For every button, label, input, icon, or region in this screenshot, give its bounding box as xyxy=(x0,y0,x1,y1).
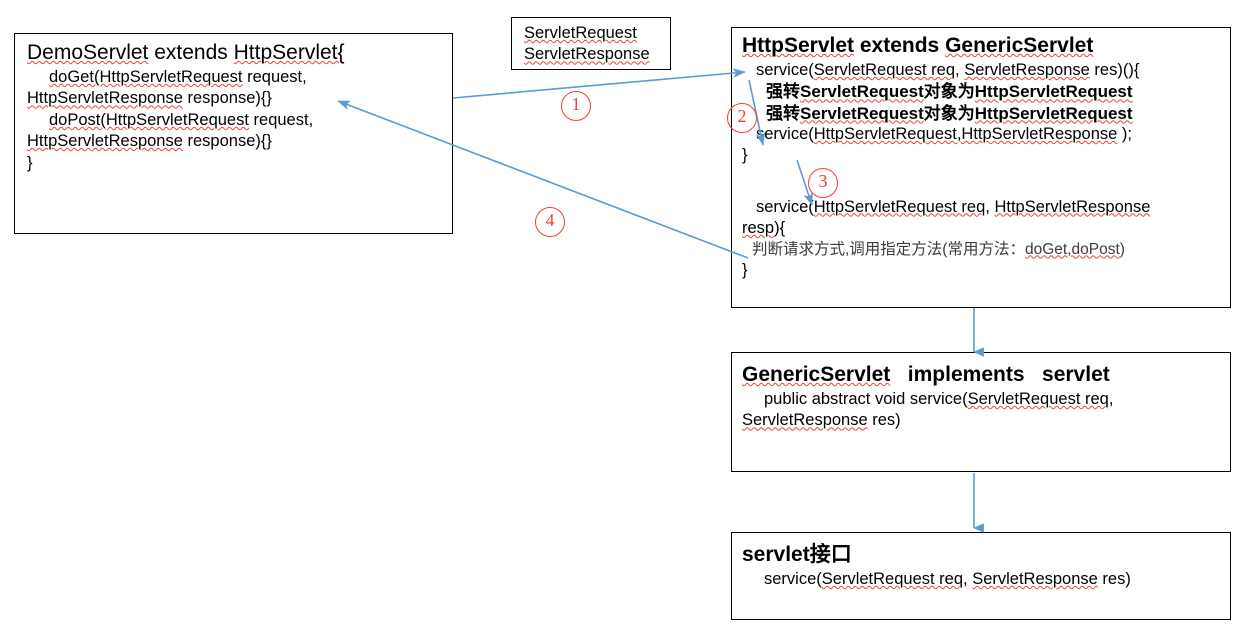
dispatch-text: 判断请求方式,调用指定方法(常用方法： xyxy=(752,240,1025,258)
demo-servlet-doget-line1: doGet(HttpServletRequest request, xyxy=(27,67,442,88)
http-servlet-title: HttpServlet extends GenericServlet xyxy=(742,33,1222,60)
http-servlet-cast-line-1: 强转ServletRequest对象为HttpServletRequest xyxy=(742,81,1222,102)
overload-open: service( xyxy=(756,197,814,216)
http-servlet-brace-2: } xyxy=(742,260,748,279)
service-param-req: ServletRequest req xyxy=(813,60,956,79)
generic-servlet-title: GenericServlet implements servlet xyxy=(742,362,1222,389)
box-servlet-interface[interactable]: servlet接口 service(ServletRequest req, Se… xyxy=(731,532,1231,620)
cast-target-type-2: HttpServletRequest xyxy=(974,103,1133,123)
demo-servlet-closing-brace: } xyxy=(27,153,33,172)
service-param-res-type: ServletResponse xyxy=(964,60,1090,79)
http-servlet-cast-line-2: 强转ServletRequest对象为HttpServletRequest xyxy=(742,103,1222,124)
http-servlet-title-keyword: extends xyxy=(859,34,940,57)
generic-servlet-service-line1: public abstract void service(ServletRequ… xyxy=(742,389,1222,410)
http-servlet-overload-signature: service(HttpServletRequest req, HttpServ… xyxy=(742,197,1222,218)
box-servlet-request-response[interactable]: ServletRequest ServletResponse xyxy=(511,17,671,70)
http-servlet-dispatch-description: 判断请求方式,调用指定方法(常用方法：doGet,doPost) xyxy=(742,240,1222,260)
cast-connector-1: 对象为 xyxy=(923,82,975,102)
abstract-service-param-req: ServletRequest req xyxy=(967,389,1109,408)
overload-param-resp-type: HttpServletResponse xyxy=(994,197,1151,216)
demo-servlet-doget-signature: doGet(HttpServletRequest xyxy=(49,67,243,86)
demo-servlet-dopost-line1: doPost(HttpServletRequest request, xyxy=(27,110,442,131)
overload-comma: , xyxy=(985,197,995,216)
inner-service-open: service( xyxy=(756,124,814,143)
demo-servlet-title-superclass: HttpServlet{ xyxy=(233,41,345,64)
http-servlet-title-classname: HttpServlet xyxy=(742,34,855,57)
servlet-interface-title-name: servlet xyxy=(742,543,810,566)
iface-service-param-res-type: ServletResponse xyxy=(972,569,1098,588)
generic-servlet-title-interface: servlet xyxy=(1042,363,1110,386)
inner-service-args: HttpServletRequest,HttpServletResponse xyxy=(813,124,1118,143)
arrow-step-1 xyxy=(452,68,746,99)
cast-verb-1: 强转 xyxy=(766,82,800,102)
abstract-service-tail: res) xyxy=(867,411,901,430)
cast-source-type-2: ServletRequest xyxy=(800,103,924,123)
box-http-servlet[interactable]: HttpServlet extends GenericServlet servi… xyxy=(731,27,1231,308)
demo-servlet-dopost-param2: response){} xyxy=(187,132,272,151)
inner-service-close: ); xyxy=(1117,124,1133,143)
step-number-4: 4 xyxy=(535,207,565,237)
service-param-comma: , xyxy=(955,60,965,79)
generic-servlet-title-classname: GenericServlet xyxy=(742,363,891,386)
cast-target-type-1: HttpServletRequest xyxy=(974,82,1133,102)
http-servlet-service-signature: service(ServletRequest req, ServletRespo… xyxy=(742,60,1222,81)
http-servlet-brace-1: } xyxy=(742,146,748,165)
box-demo-servlet[interactable]: DemoServlet extends HttpServlet{ doGet(H… xyxy=(14,33,453,234)
demo-servlet-doget-line2: HttpServletResponse response){} xyxy=(27,88,442,109)
iface-service-tail: res) xyxy=(1097,569,1131,588)
step-number-2: 2 xyxy=(727,103,757,133)
demo-servlet-doget-param2: response){} xyxy=(187,89,272,108)
step-number-1: 1 xyxy=(561,91,591,121)
cast-verb-2: 强转 xyxy=(766,103,800,123)
abstract-service-comma: , xyxy=(1108,389,1114,408)
abstract-service-open: public abstract void service( xyxy=(764,389,968,408)
servlet-interface-service-line: service(ServletRequest req, ServletRespo… xyxy=(742,569,1222,590)
overload-open-brace: ){ xyxy=(774,219,786,238)
cast-source-type-1: ServletRequest xyxy=(800,82,924,102)
dispatch-close-paren: ) xyxy=(1119,240,1125,258)
demo-servlet-doget-param1: request, xyxy=(247,67,307,86)
demo-servlet-title-keyword: extends xyxy=(154,41,228,64)
overload-param-resp-name: resp xyxy=(742,219,775,238)
http-servlet-inner-service-call: service(HttpServletRequest,HttpServletRe… xyxy=(742,124,1222,145)
demo-servlet-doget-response-type: HttpServletResponse xyxy=(27,89,183,108)
servlet-interface-title-suffix: 接口 xyxy=(809,543,852,566)
demo-servlet-dopost-line2: HttpServletResponse response){} xyxy=(27,131,442,152)
generic-servlet-title-keyword: implements xyxy=(907,363,1025,386)
box-generic-servlet[interactable]: GenericServlet implements servlet public… xyxy=(731,352,1231,472)
servlet-request-text: ServletRequest xyxy=(524,24,637,42)
demo-servlet-dopost-response-type: HttpServletResponse xyxy=(27,132,183,151)
service-signature-tail: res)(){ xyxy=(1089,60,1140,79)
iface-service-open: service( xyxy=(764,569,822,588)
demo-servlet-title-classname: DemoServlet xyxy=(27,41,149,64)
step-number-3: 3 xyxy=(808,168,838,198)
demo-servlet-title: DemoServlet extends HttpServlet{ xyxy=(27,40,442,67)
iface-service-comma: , xyxy=(963,569,973,588)
http-servlet-overload-signature-cont: resp){ xyxy=(742,218,1222,239)
demo-servlet-dopost-param1: request, xyxy=(253,110,314,129)
servlet-response-text: ServletResponse xyxy=(524,45,650,64)
demo-servlet-dopost-signature: doPost(HttpServletRequest xyxy=(49,110,249,129)
dispatch-methods: doGet,doPost xyxy=(1024,240,1120,258)
service-call-open: service( xyxy=(756,60,814,79)
cast-connector-2: 对象为 xyxy=(923,103,975,123)
abstract-service-param-res-type: ServletResponse xyxy=(742,411,868,430)
iface-service-param-req: ServletRequest req xyxy=(821,569,964,588)
servlet-response-label: ServletResponse xyxy=(524,44,660,65)
generic-servlet-service-line2: ServletResponse res) xyxy=(742,410,1222,431)
overload-param-req: HttpServletRequest req xyxy=(813,197,986,216)
servlet-interface-title: servlet接口 xyxy=(742,542,1222,569)
servlet-request-label: ServletRequest xyxy=(524,23,660,44)
http-servlet-title-superclass: GenericServlet xyxy=(945,34,1094,57)
